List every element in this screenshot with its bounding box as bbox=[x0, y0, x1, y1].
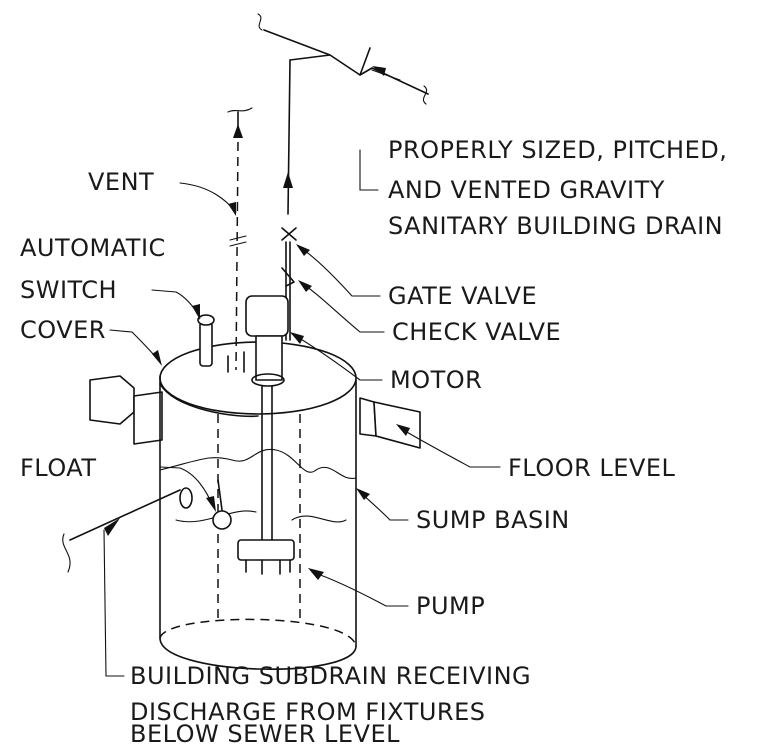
pump-assembly bbox=[237, 295, 295, 575]
floor-level-label: FLOOR LEVEL bbox=[508, 454, 676, 482]
pump-label: PUMP bbox=[416, 592, 485, 620]
leader-lines bbox=[103, 66, 501, 677]
float bbox=[212, 479, 232, 530]
drain-label-line1: PROPERLY SIZED, PITCHED, bbox=[388, 136, 727, 164]
floor-slab-left bbox=[89, 375, 135, 425]
check-valve-symbol bbox=[281, 267, 295, 287]
sump-basin bbox=[89, 341, 421, 670]
break-mark-top-right bbox=[422, 85, 428, 105]
float-label: FLOAT bbox=[20, 454, 97, 482]
cover-label: COVER bbox=[20, 316, 106, 344]
subdrain-label-line1: BUILDING SUBDRAIN RECEIVING bbox=[130, 662, 531, 690]
labels: PROPERLY SIZED, PITCHED, AND VENTED GRAV… bbox=[20, 136, 727, 744]
automatic-switch bbox=[197, 314, 245, 373]
subdrain-pipe bbox=[62, 489, 181, 573]
vent-stack bbox=[227, 107, 253, 371]
flow-arrow bbox=[283, 172, 293, 188]
vent-label: VENT bbox=[88, 168, 154, 196]
break-mark-vent bbox=[227, 107, 253, 113]
drain-label-line3: SANITARY BUILDING DRAIN bbox=[388, 212, 723, 240]
motor-coupling bbox=[255, 335, 283, 381]
float-ball bbox=[212, 510, 232, 530]
automatic-switch-label-line2: SWITCH bbox=[20, 276, 117, 304]
subdrain-label-line3: BELOW SEWER LEVEL bbox=[130, 720, 400, 744]
automatic-switch-label-line1: AUTOMATIC bbox=[20, 234, 166, 262]
gate-valve-label: GATE VALVE bbox=[388, 282, 537, 310]
subdrain-label-line2: DISCHARGE FROM FIXTURES bbox=[130, 698, 486, 726]
inlet-opening bbox=[179, 487, 193, 509]
motor bbox=[245, 295, 289, 337]
gate-valve-symbol bbox=[281, 227, 297, 241]
break-mark-top-left bbox=[257, 13, 263, 31]
drain-label-line2: AND VENTED GRAVITY bbox=[388, 176, 665, 204]
break-mark-subdrain bbox=[62, 533, 71, 573]
motor-label: MOTOR bbox=[390, 366, 482, 394]
pump bbox=[237, 539, 295, 561]
check-valve-label: CHECK VALVE bbox=[392, 318, 561, 346]
sump-basin-label: SUMP BASIN bbox=[416, 506, 570, 534]
